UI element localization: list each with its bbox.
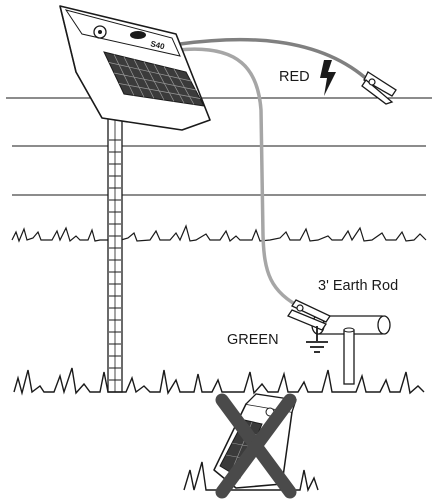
solar-panel <box>103 51 205 107</box>
green-label: GREEN <box>227 332 279 348</box>
solar-energizer: S40 <box>59 5 211 131</box>
fence-wires <box>6 97 432 196</box>
red-lead-clip <box>361 71 397 105</box>
grass-around-energizer <box>183 461 319 493</box>
earth-rod-label: 3' Earth Rod <box>318 278 398 294</box>
lightning-bolt-icon <box>320 60 336 96</box>
ground-symbol-icon <box>306 326 328 353</box>
red-lead-wire <box>178 37 372 84</box>
green-lead-clip <box>287 299 331 331</box>
fence-post <box>107 117 123 393</box>
green-lead-wire <box>176 47 304 310</box>
earth-rod <box>311 315 391 385</box>
grass-back <box>11 224 427 243</box>
model-label: S40 <box>150 39 167 51</box>
red-label: RED <box>279 69 310 85</box>
x-mark-icon <box>215 393 297 499</box>
brand-logo <box>130 31 146 39</box>
grass-front <box>13 367 425 396</box>
